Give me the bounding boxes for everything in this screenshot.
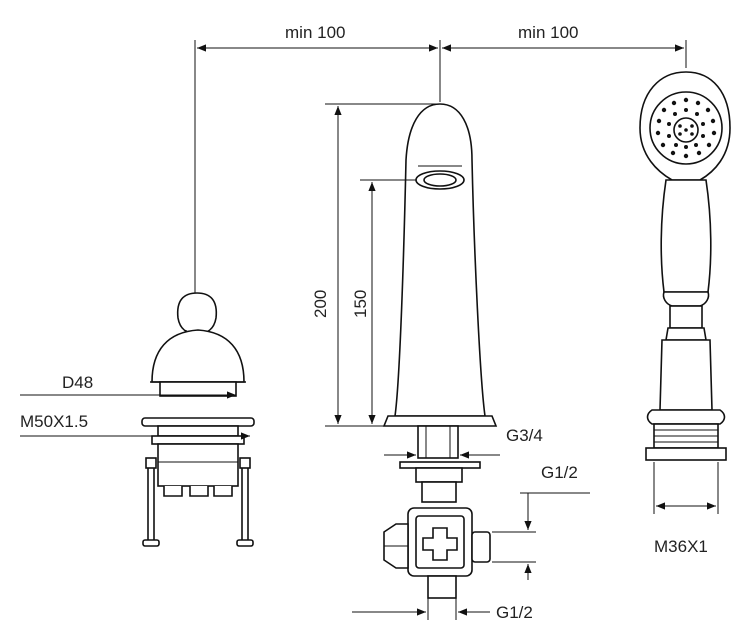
d48-label: D48	[62, 373, 93, 392]
spout: 200 150 G3/4 G1/2 G1/2	[311, 103, 590, 622]
lever-mixer: D48 M50X1.5	[20, 292, 255, 547]
shower-nozzles	[655, 97, 717, 159]
m50-label: M50X1.5	[20, 412, 88, 431]
m36-label: M36X1	[654, 537, 708, 556]
height-200-label: 200	[311, 290, 330, 318]
min-100-right-label: min 100	[518, 23, 578, 42]
g34-label: G3/4	[506, 426, 543, 445]
min-100-left-label: min 100	[285, 23, 345, 42]
height-150-label: 150	[351, 290, 370, 318]
g12-top-label: G1/2	[541, 463, 578, 482]
g12-bottom-label: G1/2	[496, 603, 533, 622]
hand-shower: M36X1	[639, 71, 731, 556]
